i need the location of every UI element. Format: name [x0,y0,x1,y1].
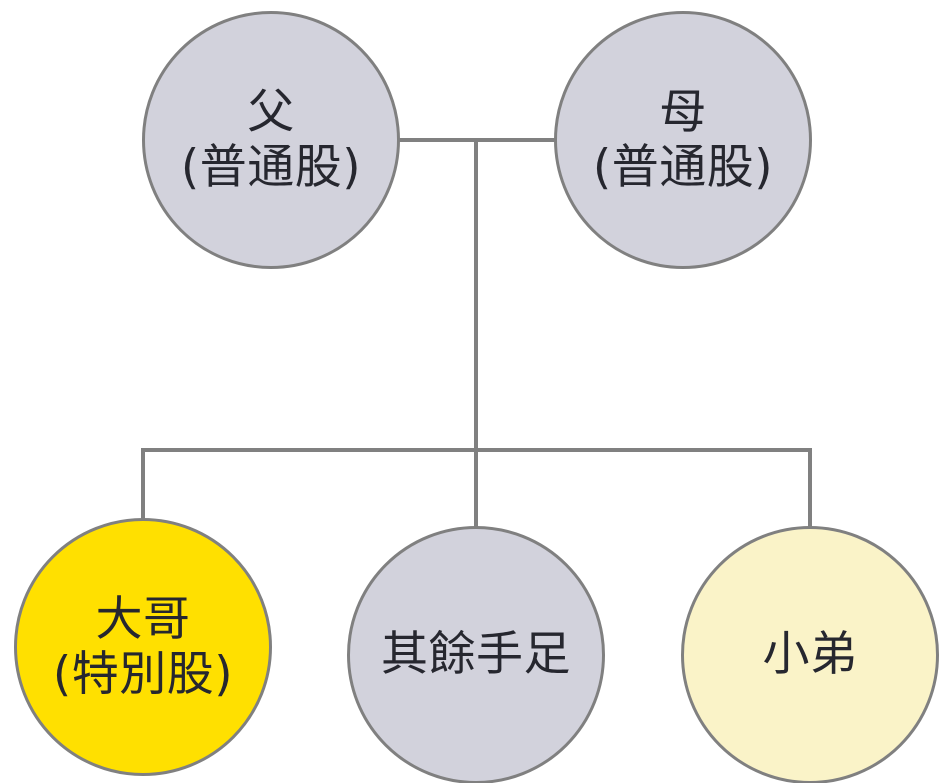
node-mother[interactable]: 母 (普通股) [554,11,812,269]
node-mother-label-primary: 母 [659,84,707,140]
node-youngest-brother[interactable]: 小弟 [681,526,939,783]
node-eldest-label-primary: 大哥 [95,591,191,647]
node-siblings-label-primary: 其餘手足 [381,627,571,683]
node-youngest-label-primary: 小弟 [762,627,858,683]
node-other-siblings[interactable]: 其餘手足 [347,526,605,783]
node-eldest-label-secondary: (特別股) [52,647,234,702]
node-father-label-secondary: (普通股) [180,140,362,195]
node-father[interactable]: 父 (普通股) [142,11,400,269]
node-eldest-son[interactable]: 大哥 (特別股) [14,518,272,776]
node-father-label-primary: 父 [247,84,295,140]
node-mother-label-secondary: (普通股) [592,140,774,195]
